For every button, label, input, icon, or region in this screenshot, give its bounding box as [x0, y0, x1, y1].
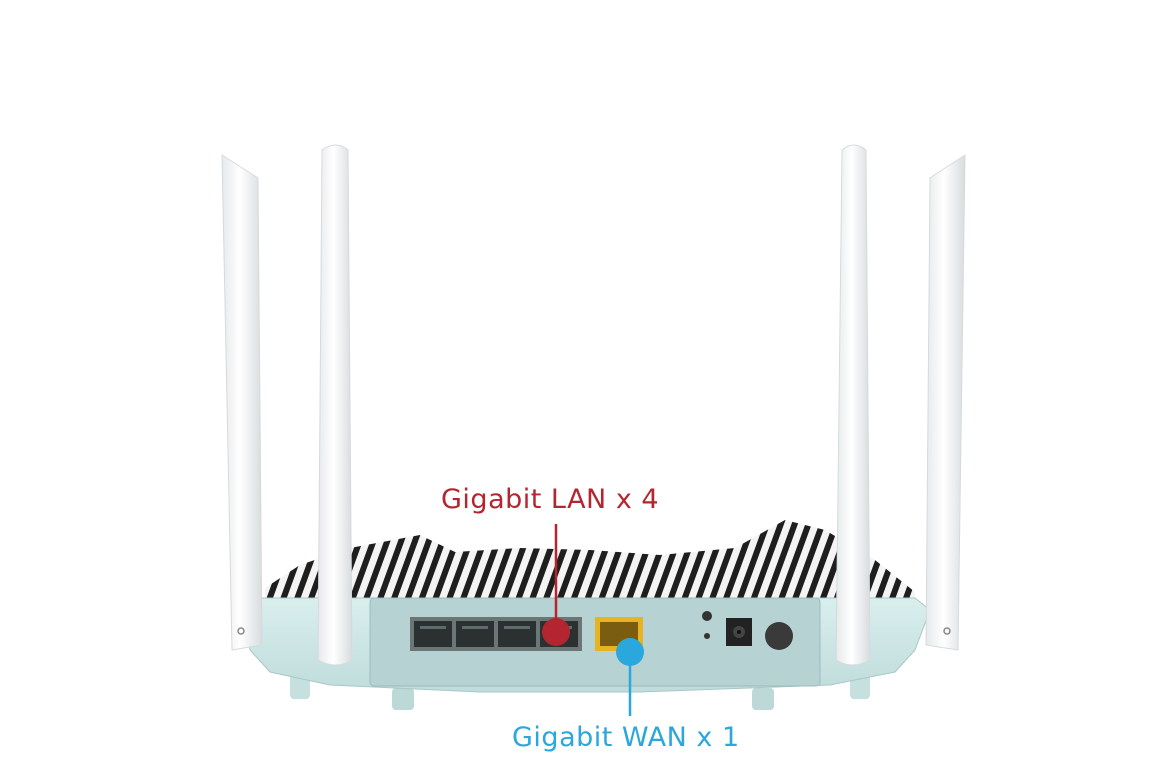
wps-button — [702, 611, 712, 621]
lan-callout-label: Gigabit LAN x 4 — [441, 484, 660, 515]
antenna-inner-right — [835, 144, 871, 666]
power-button — [765, 622, 793, 650]
router-vent-top — [265, 520, 915, 605]
lan-callout-dot — [542, 618, 570, 646]
wan-callout-dot — [616, 638, 644, 666]
antenna-far-left — [221, 154, 263, 651]
power-jack — [726, 618, 752, 646]
router-feet — [290, 675, 870, 710]
wan-callout-label: Gigabit WAN x 1 — [512, 722, 740, 753]
antenna-inner-left — [317, 144, 353, 666]
antenna-far-right — [925, 154, 966, 651]
reset-button — [704, 633, 710, 639]
